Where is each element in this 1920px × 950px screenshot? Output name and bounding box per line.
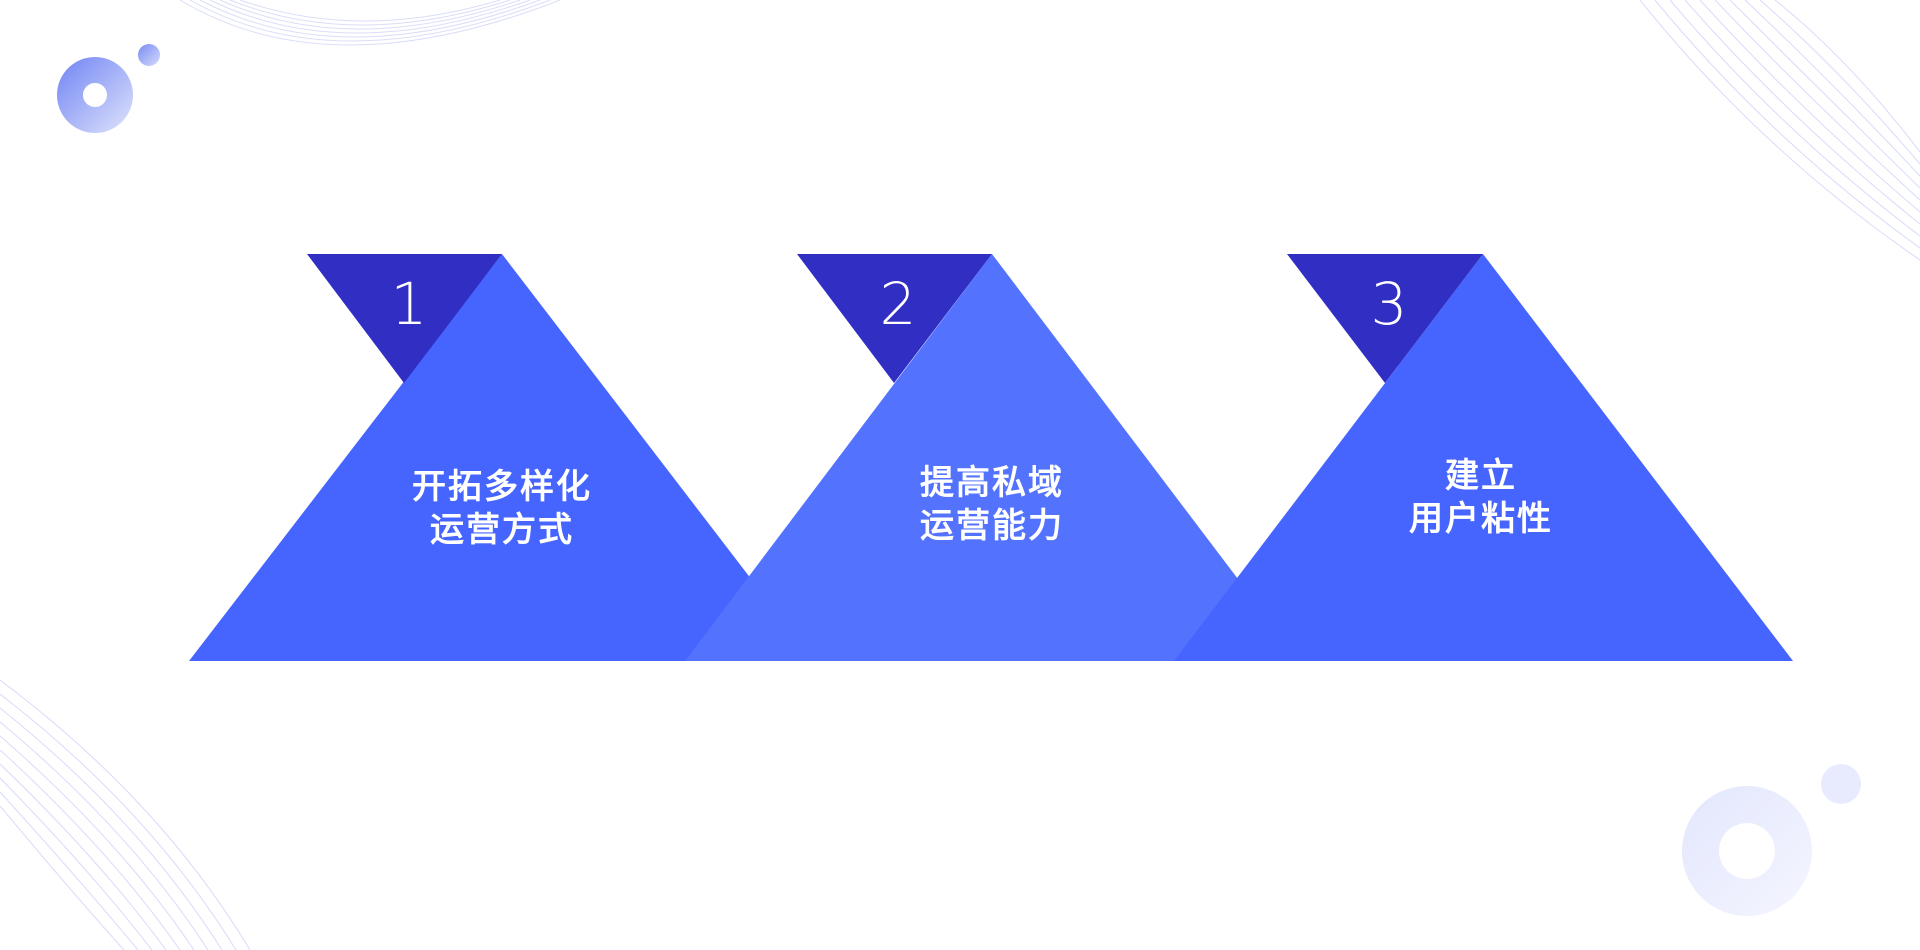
step-3-label-line2: 用户粘性	[1409, 499, 1553, 539]
step-2-triangle	[685, 254, 1300, 661]
step-3-corner-triangle	[1287, 254, 1483, 383]
step-3-label-line1: 建立	[1445, 456, 1517, 496]
step-1-triangle	[189, 254, 814, 661]
step-3-label: 建立 用户粘性	[1351, 455, 1611, 541]
step-2-label: 提高私域 运营能力	[862, 462, 1122, 548]
step-3-triangle	[1174, 254, 1793, 661]
step-1-number: 1	[391, 270, 428, 338]
step-1-label-line1: 开拓多样化	[412, 467, 592, 507]
step-3-number: 3	[1371, 270, 1408, 338]
step-1-label: 开拓多样化 运营方式	[372, 466, 632, 552]
step-1-corner-triangle	[307, 254, 502, 383]
step-2-label-line2: 运营能力	[920, 506, 1064, 546]
step-2-corner-triangle	[797, 254, 992, 383]
step-2-number: 2	[880, 270, 917, 338]
step-1-label-line2: 运营方式	[430, 510, 574, 550]
step-2-label-line1: 提高私域	[920, 463, 1064, 503]
